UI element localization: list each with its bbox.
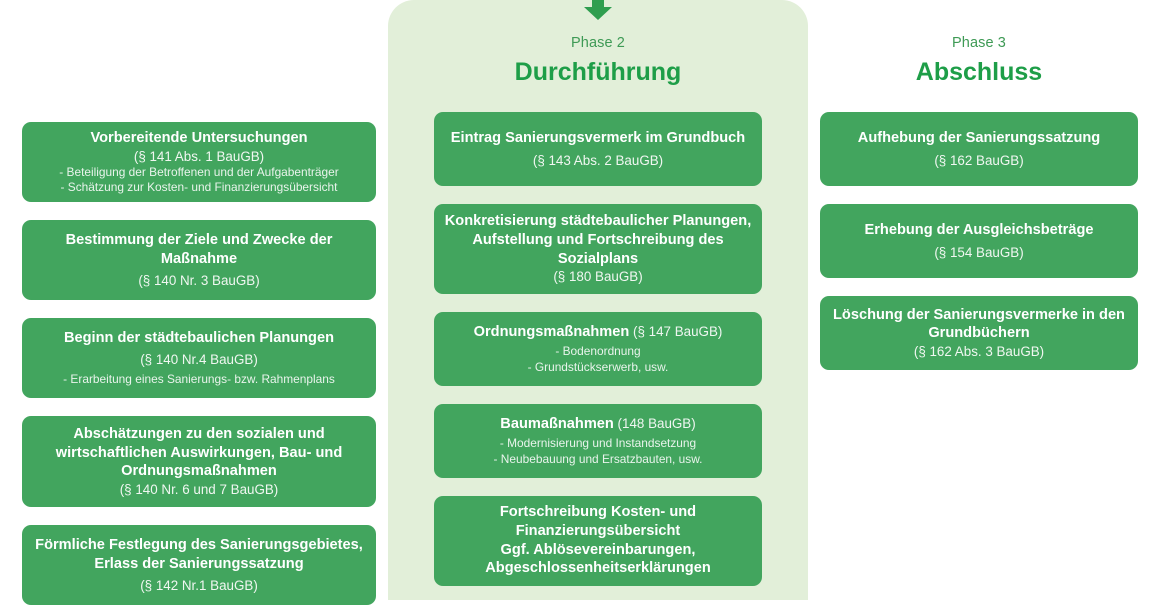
card-line: Förmliche Festlegung des Sanierungsgebie…	[35, 537, 363, 553]
card-line: Ordnungsmaßnahmen	[121, 463, 277, 480]
card-line-tail: (148 BauGB)	[613, 415, 696, 431]
card-bestimmung-ziele-zwecke[interactable]: Bestimmung der Ziele und Zwecke der Maßn…	[22, 220, 376, 300]
card-foermliche-festlegung-sanierungsgebiet[interactable]: Förmliche Festlegung des Sanierungsgebie…	[22, 525, 376, 605]
card-line: (§ 142 Nr.1 BauGB)	[140, 577, 258, 593]
card-line: - Beteiligung der Betroffenen und der Au…	[59, 164, 339, 179]
card-line: Maßnahme	[160, 250, 238, 267]
card-line: (§ 154 BauGB)	[934, 244, 1024, 260]
card-line: - Schätzung zur Kosten- und Finanzierung…	[60, 179, 338, 194]
card-line: - Neubebauung und Ersatzbauten, usw.	[493, 451, 703, 466]
card-line: (§ 162 Abs. 3 BauGB)	[913, 343, 1045, 359]
card-line-head: Baumaßnahmen	[500, 415, 614, 432]
card-beginn-staedtebauliche-planungen[interactable]: Beginn der städtebaulichen Planungen (§ …	[22, 318, 376, 398]
card-line: Ordnungsmaßnahmen (§ 147 BauGB)	[444, 323, 752, 342]
card-aufhebung-sanierungssatzung[interactable]: Aufhebung der Sanierungssatzung (§ 162 B…	[820, 111, 1138, 186]
card-line: Erlass der Sanierungssatzung	[94, 555, 304, 572]
phase-3-title: Abschluss	[915, 57, 1043, 86]
card-line: - Bodenordnung	[555, 344, 641, 359]
phase-1-column: Vorbereitende Untersuchungen (§ 141 Abs.…	[22, 0, 376, 605]
card-line-head: Ordnungsmaßnahmen	[473, 323, 630, 340]
card-ordnungsmassnahmen[interactable]: Ordnungsmaßnahmen (§ 147 BauGB) - Bodeno…	[434, 311, 762, 386]
phase-3-kicker: Phase 3	[952, 35, 1006, 51]
phase-1-card-list: Vorbereitende Untersuchungen (§ 141 Abs.…	[22, 122, 376, 605]
card-line: - Grundstückserwerb, usw.	[527, 359, 669, 374]
card-line: - Erarbeitung eines Sanierungs- bzw. Rah…	[63, 371, 335, 386]
card-line: (§ 162 BauGB)	[934, 152, 1024, 168]
card-line: Fortschreibung Kosten- und	[499, 504, 697, 521]
card-fortschreibung-kosten-finanzierung[interactable]: Fortschreibung Kosten- und Finanzierungs…	[434, 495, 762, 586]
card-line: (§ 180 BauGB)	[553, 269, 643, 285]
card-line: (§ 143 Abs. 2 BauGB)	[532, 152, 664, 168]
card-line: (§ 140 Nr. 3 BauGB)	[138, 272, 260, 288]
card-line: Abgeschlossenheitserklärungen	[485, 560, 711, 577]
card-line: - Modernisierung und Instandsetzung	[499, 436, 697, 451]
card-eintrag-sanierungsvermerk[interactable]: Eintrag Sanierungsvermerk im Grundbuch (…	[434, 111, 762, 186]
card-line: Finanzierungsübersicht	[515, 523, 681, 540]
card-loeschung-sanierungsvermerke[interactable]: Löschung der Sanierungsvermerke in den G…	[820, 295, 1138, 370]
card-erhebung-ausgleichsbetraege[interactable]: Erhebung der Ausgleichsbeträge (§ 154 Ba…	[820, 203, 1138, 278]
card-line: Vorbereitende Untersuchungen	[90, 129, 308, 146]
card-baumassnahmen[interactable]: Baumaßnahmen (148 BauGB) - Modernisierun…	[434, 403, 762, 478]
card-line: (§ 140 Nr. 6 und 7 BauGB)	[119, 481, 279, 497]
card-line: Aufstellung und Fortschreibung des	[472, 231, 724, 248]
phase-2-header: Phase 2 Durchführung	[434, 0, 762, 88]
phase-2-column: Phase 2 Durchführung Eintrag Sanierungsv…	[388, 0, 808, 600]
card-line: Aufhebung der Sanierungssatzung	[857, 129, 1101, 146]
phase-3-column: Phase 3 Abschluss Aufhebung der Sanierun…	[820, 0, 1138, 600]
card-line: Konkretisierung städtebaulicher Planunge…	[444, 213, 752, 230]
phase-2-card-list: Eintrag Sanierungsvermerk im Grundbuch (…	[434, 111, 762, 586]
card-line: Bestimmung der Ziele und Zwecke der	[65, 232, 333, 248]
card-line: (§ 141 Abs. 1 BauGB)	[133, 148, 265, 164]
card-line: Ggf. Ablösevereinbarungen,	[500, 541, 696, 558]
card-line: Baumaßnahmen (148 BauGB)	[444, 415, 752, 434]
card-abschaetzungen-soziale-wirtschaftliche[interactable]: Abschätzungen zu den sozialen und wirtsc…	[22, 416, 376, 507]
card-line: Erhebung der Ausgleichsbeträge	[864, 221, 1094, 238]
card-line: Eintrag Sanierungsvermerk im Grundbuch	[450, 129, 746, 146]
phase-1-head-spacer	[22, 0, 376, 122]
card-line: wirtschaftlichen Auswirkungen, Bau- und	[55, 444, 343, 461]
phase-3-card-list: Aufhebung der Sanierungssatzung (§ 162 B…	[820, 111, 1138, 370]
card-line-tail: (§ 147 BauGB)	[629, 323, 723, 339]
card-line: Abschätzungen zu den sozialen und	[73, 425, 325, 442]
card-line: Beginn der städtebaulichen Planungen	[63, 330, 335, 346]
phase-2-title: Durchführung	[514, 57, 682, 86]
card-konkretisierung-planungen-sozialplan[interactable]: Konkretisierung städtebaulicher Planunge…	[434, 203, 762, 294]
down-arrow-icon	[578, 0, 618, 20]
phase-3-header: Phase 3 Abschluss	[820, 0, 1138, 88]
card-line: Grundbüchern	[928, 325, 1030, 342]
card-line: Löschung der Sanierungsvermerke in den	[833, 306, 1125, 323]
card-vorbereitende-untersuchungen[interactable]: Vorbereitende Untersuchungen (§ 141 Abs.…	[22, 122, 376, 202]
card-line: (§ 140 Nr.4 BauGB)	[140, 352, 258, 368]
phase-2-kicker: Phase 2	[571, 35, 625, 51]
card-line: Sozialplans	[557, 250, 639, 267]
